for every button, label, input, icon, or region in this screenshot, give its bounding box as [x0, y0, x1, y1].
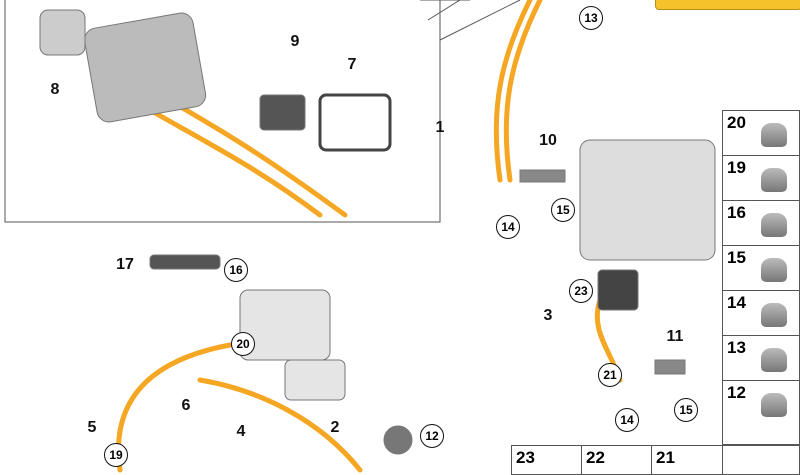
components: [39, 9, 716, 455]
circled-callout-21: 21: [598, 363, 622, 387]
callout-8: 8: [50, 81, 60, 98]
part-number: 12: [727, 383, 746, 402]
part-number: 20: [727, 113, 746, 132]
callout-9: 9: [290, 33, 300, 50]
warning-notice-badge: [655, 0, 800, 10]
callout-10: 10: [539, 132, 557, 149]
part-number: 13: [727, 338, 746, 357]
part-cell-19[interactable]: 19: [722, 155, 800, 201]
callout-6: 6: [181, 397, 191, 414]
callout-7: 7: [347, 56, 357, 73]
nut-icon: [761, 213, 787, 237]
part-number: 15: [727, 248, 746, 267]
circled-callout-20: 20: [231, 332, 255, 356]
callout-5: 5: [87, 419, 97, 436]
callout-2: 2: [330, 419, 340, 436]
part-cell-21[interactable]: 21: [651, 445, 723, 475]
callout-1: 1: [435, 119, 445, 136]
part-number: 19: [727, 158, 746, 177]
nut-icon: [761, 393, 787, 417]
part-cell-23[interactable]: 23: [511, 445, 582, 475]
circled-callout-19: 19: [104, 443, 128, 467]
part-cell-20[interactable]: 20: [722, 110, 800, 156]
stud-icon: [761, 303, 787, 327]
nut-icon: [761, 348, 787, 372]
part-cell-tape[interactable]: [722, 445, 800, 475]
circled-callout-15: 15: [551, 198, 575, 222]
circled-callout-12: 12: [420, 424, 444, 448]
part-number: 16: [727, 203, 746, 222]
circled-callout-23: 23: [569, 279, 593, 303]
part-number: 22: [586, 448, 605, 467]
part-cell-16[interactable]: 16: [722, 200, 800, 246]
circled-callout-16: 16: [224, 258, 248, 282]
part-cell-14[interactable]: 14: [722, 290, 800, 336]
nut-icon: [761, 123, 787, 147]
circled-callout-14: 14: [496, 215, 520, 239]
circled-callout-14: 14: [615, 408, 639, 432]
bolt-icon: [761, 258, 787, 282]
part-number: 14: [727, 293, 746, 312]
callout-11: 11: [666, 328, 684, 345]
part-number: 21: [656, 448, 675, 467]
circled-callout-13: 13: [579, 6, 603, 30]
inset-frame: [4, 0, 521, 223]
part-cell-15[interactable]: 15: [722, 245, 800, 291]
callout-4: 4: [236, 423, 246, 440]
part-cell-13[interactable]: 13: [722, 335, 800, 381]
callout-3: 3: [543, 307, 553, 324]
part-cell-22[interactable]: 22: [581, 445, 652, 475]
part-number: 23: [516, 448, 535, 467]
bolt-icon: [761, 168, 787, 192]
callout-17: 17: [116, 256, 134, 273]
circled-callout-15: 15: [674, 398, 698, 422]
part-cell-12[interactable]: 12: [722, 380, 800, 445]
